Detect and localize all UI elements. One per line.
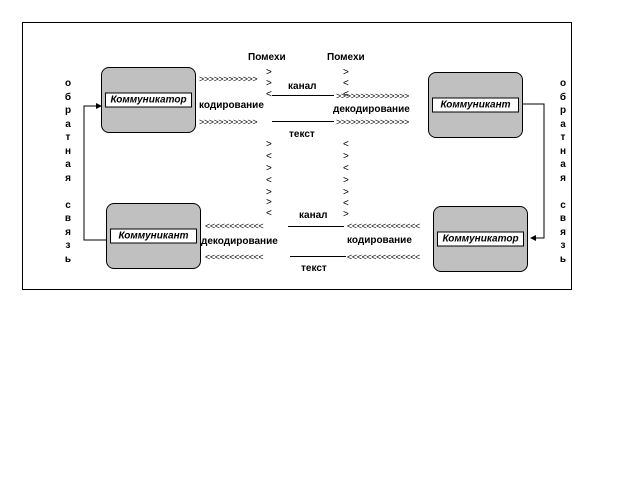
feedback-letter: а — [560, 159, 566, 170]
feedback-left-connector — [83, 103, 106, 241]
feedback-letter — [557, 185, 569, 199]
noise-char: > — [343, 187, 349, 198]
encoding-label-top: кодирование — [199, 100, 264, 111]
feedback-letter: а — [560, 118, 566, 130]
noise-char: < — [343, 78, 349, 89]
feedback-letter: т — [65, 132, 71, 143]
arrow-stream-bottom-left-1: <<<<<<<<<<<< — [205, 221, 264, 231]
channel-label-top: канал — [288, 81, 317, 92]
noise-label-left: Помехи — [248, 52, 286, 63]
feedback-letter: р — [559, 105, 567, 116]
box-label: Коммуникатор — [105, 92, 192, 108]
feedback-letter: с — [65, 199, 71, 211]
noise-char: < — [343, 198, 349, 209]
noise-char: > — [266, 139, 272, 150]
noise-char: < — [266, 208, 272, 219]
noise-char: < — [266, 175, 272, 186]
box-label: Коммуникатор — [437, 231, 524, 247]
box-label: Коммуникант — [432, 97, 519, 113]
feedback-letter: я — [560, 172, 566, 184]
noise-char: > — [343, 209, 349, 220]
feedback-letter — [62, 185, 74, 199]
communicant-box-top-right: Коммуникант — [428, 72, 523, 138]
decoding-label-bottom: декодирование — [201, 236, 278, 247]
noise-char: > — [343, 151, 349, 162]
arrow-stream-top-left-2: >>>>>>>>>>>> — [199, 117, 258, 127]
noise-char: > — [343, 67, 349, 78]
feedback-letter: ь — [559, 253, 567, 265]
feedback-letter: о — [559, 78, 567, 89]
feedback-letter: б — [64, 91, 72, 103]
arrow-stream-top-right-1: >>>>>>>>>>>>>>> — [336, 91, 409, 101]
noise-char: < — [266, 89, 272, 100]
feedback-letter: в — [559, 213, 567, 224]
noise-char: < — [266, 151, 272, 162]
feedback-letter: т — [560, 132, 566, 143]
communicator-box-bottom-right: Коммуникатор — [433, 206, 528, 272]
arrow-stream-top-left-1: >>>>>>>>>>>> — [199, 74, 258, 84]
noise-char: < — [343, 163, 349, 174]
noise-char: > — [266, 197, 272, 208]
noise-char: > — [266, 163, 272, 174]
arrow-stream-bottom-right-1: <<<<<<<<<<<<<<< — [347, 221, 420, 231]
decoding-label-top: декодирование — [333, 104, 410, 115]
box-label: Коммуникант — [110, 228, 197, 244]
text-label-bottom: текст — [301, 263, 327, 274]
noise-char: > — [266, 67, 272, 78]
feedback-letter: я — [65, 172, 71, 184]
text-label-top: текст — [289, 129, 315, 140]
feedback-letter: н — [64, 145, 72, 157]
arrow-stream-bottom-right-2: <<<<<<<<<<<<<<< — [347, 252, 420, 262]
feedback-letter: я — [65, 226, 71, 238]
noise-label-right: Помехи — [327, 52, 365, 63]
arrow-stream-top-right-2: >>>>>>>>>>>>>>> — [336, 117, 409, 127]
text-line-bottom — [290, 256, 346, 257]
noise-char: < — [343, 139, 349, 150]
feedback-letter: в — [64, 213, 72, 224]
feedback-letter: р — [64, 105, 72, 116]
noise-char: > — [266, 187, 272, 198]
communicant-box-bottom-left: Коммуникант — [106, 203, 201, 269]
feedback-letter: я — [560, 226, 566, 238]
feedback-letter: ь — [64, 253, 72, 265]
text-line-top — [272, 121, 334, 122]
arrow-stream-bottom-left-2: <<<<<<<<<<<< — [205, 252, 264, 262]
encoding-label-bottom: кодирование — [347, 235, 412, 246]
channel-line-bottom — [288, 226, 344, 227]
feedback-letter: о — [64, 78, 72, 89]
channel-label-bottom: канал — [299, 210, 328, 221]
feedback-letter: н — [559, 145, 567, 157]
feedback-right-connector — [523, 103, 545, 241]
noise-char: < — [343, 89, 349, 100]
channel-line-top — [272, 95, 334, 96]
feedback-letter: а — [65, 159, 71, 170]
noise-char: > — [343, 175, 349, 186]
feedback-letter: б — [559, 91, 567, 103]
noise-char: > — [266, 78, 272, 89]
feedback-letter: а — [65, 118, 71, 130]
diagram-frame — [22, 22, 572, 290]
feedback-letter: з — [560, 240, 566, 251]
feedback-letter: з — [65, 240, 71, 251]
feedback-letter: с — [560, 199, 566, 211]
communicator-box-top-left: Коммуникатор — [101, 67, 196, 133]
